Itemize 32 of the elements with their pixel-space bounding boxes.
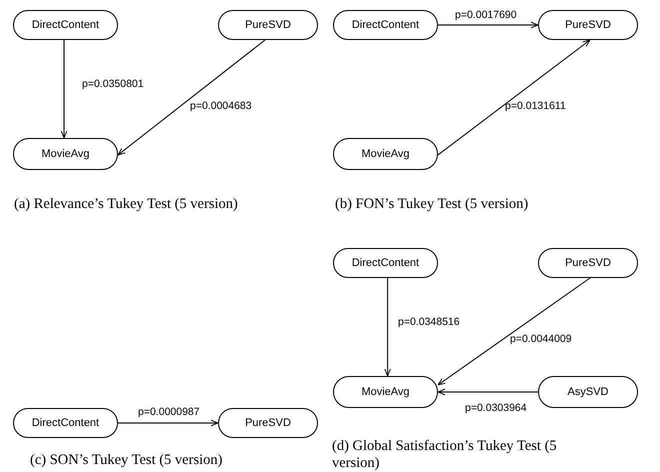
caption: (a) Relevance’s Tukey Test (5 version) [14,196,239,213]
edge-label: p=0.0348516 [398,316,460,328]
arrow [438,388,538,396]
rounded-node: PureSVD [218,408,318,438]
caption: (c) SON’s Tukey Test (5 version) [30,452,224,469]
rounded-node: AsySVD [538,376,638,408]
rounded-node: MovieAvg [333,376,438,408]
rounded-node: MovieAvg [13,138,118,170]
edge-label: p=0.0004683 [190,100,252,112]
arrow [438,40,590,156]
arrow [60,40,68,138]
rounded-node: DirectContent [13,10,118,40]
arrow [384,278,391,376]
rounded-node: PureSVD [538,248,638,278]
edge-label: p=0.0350801 [82,78,144,90]
rounded-node: DirectContent [333,248,438,278]
rounded-node: PureSVD [538,10,638,40]
arrow [118,40,266,156]
edge-label: p=0.0131611 [505,100,566,112]
edge-label: p=0.0044009 [510,333,572,345]
arrow [438,22,538,28]
rounded-node: DirectContent [333,10,438,40]
edge-label: p=0.0017690 [455,9,517,21]
caption: (b) FON’s Tukey Test (5 version) [335,196,530,213]
caption: (d) Global Satisfaction’s Tukey Test (5 version) [332,438,558,472]
rounded-node: DirectContent [13,408,118,438]
edge-label: p=0.0000987 [138,406,200,418]
arrow [118,420,218,426]
rounded-node: MovieAvg [333,138,438,170]
rounded-node: PureSVD [218,10,318,40]
edge-label: p=0.0303964 [465,402,527,414]
arrow [438,278,590,386]
